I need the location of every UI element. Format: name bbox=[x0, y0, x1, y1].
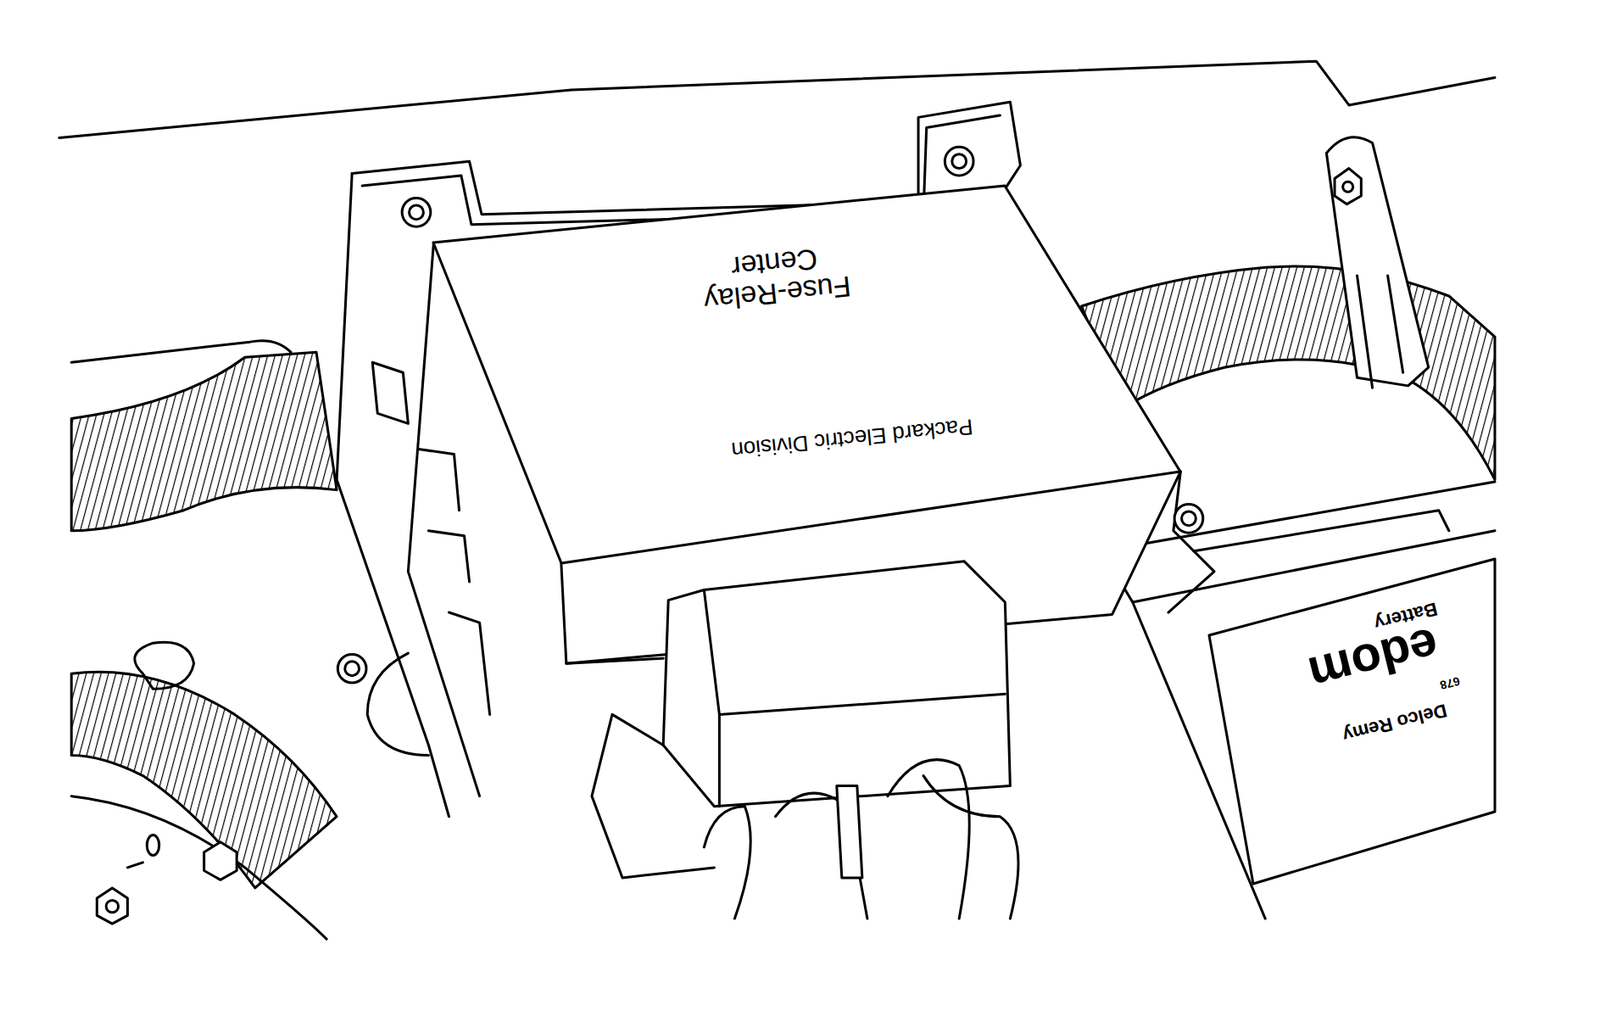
fuse-relay-center-lid: Fuse-Relay CenterPackard Electric Divisi… bbox=[423, 178, 1188, 569]
fuse-relay-center-lid-outline bbox=[423, 178, 1188, 569]
battery-label-outline bbox=[1204, 546, 1501, 887]
battery-label: Batteryedom678Delco Remy bbox=[1204, 546, 1501, 887]
